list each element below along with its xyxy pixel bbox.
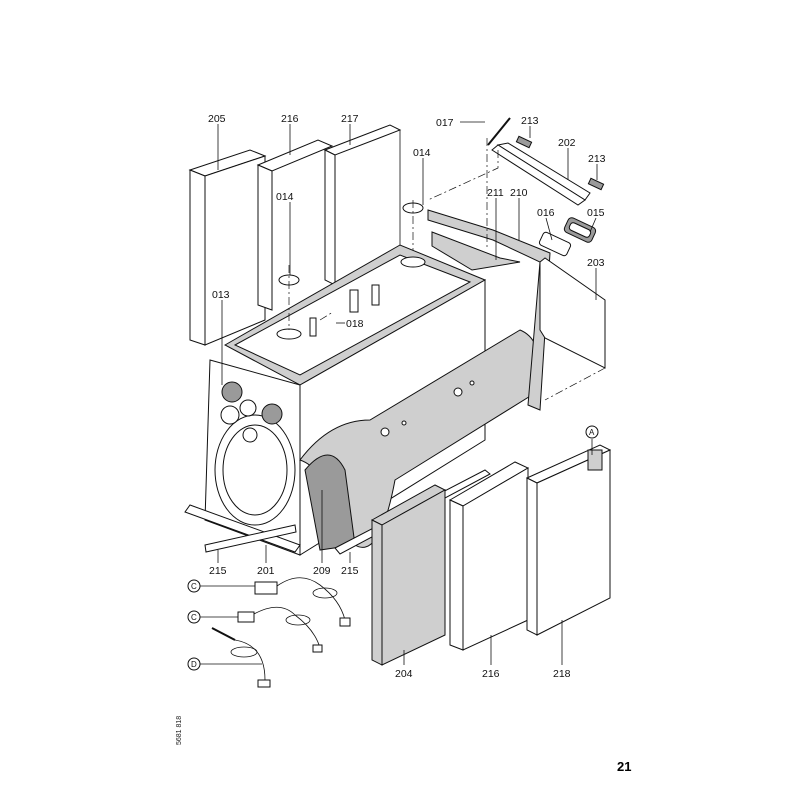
- page-number: 21: [617, 759, 631, 774]
- rail-202: [491, 142, 591, 206]
- sensor-cable-d: [211, 627, 271, 688]
- panel-216-top: [256, 139, 334, 311]
- label-017: 017: [436, 117, 454, 129]
- drawing-code: 5681 818: [176, 716, 183, 745]
- label-210: 210: [510, 187, 528, 199]
- cable-harness-c1: [254, 577, 351, 627]
- label-202: 202: [558, 137, 576, 149]
- label-205: 205: [208, 113, 226, 125]
- clips-213: [515, 135, 605, 191]
- label-216-bottom: 216: [482, 668, 500, 680]
- label-217: 217: [341, 113, 359, 125]
- label-218: 218: [553, 668, 571, 680]
- frame-210: [427, 209, 551, 411]
- cable-harness-c2: [237, 606, 323, 653]
- label-213-b: 213: [588, 153, 606, 165]
- panel-216-bottom: [448, 461, 530, 651]
- label-d: D: [191, 660, 197, 669]
- label-014-b: 014: [276, 191, 294, 203]
- label-c1: C: [191, 582, 197, 591]
- panel-204: [370, 484, 447, 666]
- panel-205: [188, 149, 267, 346]
- screw-017: [487, 117, 511, 146]
- callout-circle-c2: [187, 610, 201, 624]
- label-213-a: 213: [521, 115, 539, 127]
- gaskets-016-015: [538, 217, 597, 257]
- leader-lines: [200, 121, 598, 665]
- boiler-housing: [204, 244, 487, 556]
- label-215-b: 215: [341, 565, 359, 577]
- label-211: 211: [487, 187, 504, 199]
- label-018: 018: [346, 318, 364, 330]
- label-016: 016: [537, 207, 555, 219]
- tank-insulation-209: [299, 329, 542, 551]
- label-c2: C: [191, 613, 197, 622]
- label-201: 201: [257, 565, 275, 577]
- rail-201: [184, 504, 301, 553]
- callout-circle-d: [187, 657, 201, 671]
- label-014-a: 014: [413, 147, 431, 159]
- label-215-a: 215: [209, 565, 227, 577]
- dash-lines: [288, 138, 606, 401]
- label-203: 203: [587, 257, 605, 269]
- callout-circle-c1: [187, 579, 201, 593]
- label-216-top: 216: [281, 113, 299, 125]
- panel-203: [539, 257, 606, 369]
- label-204: 204: [395, 668, 413, 680]
- label-209: 209: [313, 565, 331, 577]
- label-013: 013: [212, 289, 230, 301]
- panel-217: [323, 124, 402, 286]
- label-a: A: [589, 428, 595, 437]
- label-015: 015: [587, 207, 605, 219]
- callout-circle-a: [585, 425, 599, 439]
- panel-218: [525, 444, 612, 636]
